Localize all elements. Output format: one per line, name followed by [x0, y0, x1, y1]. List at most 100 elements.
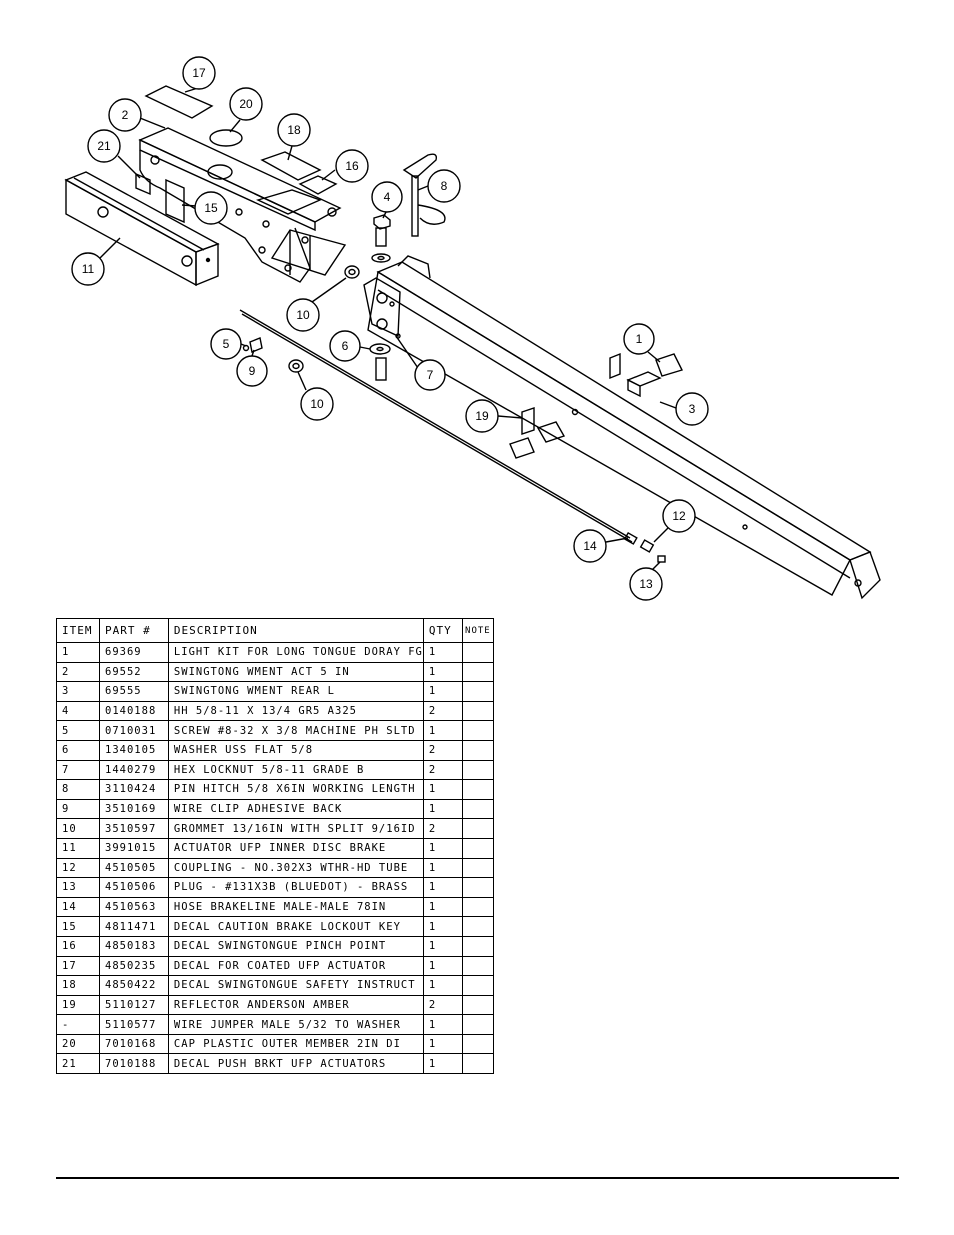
plug-13-drawing	[657, 555, 666, 563]
cell-part-number: 0710031	[99, 720, 169, 741]
table-header-row: ITEM PART # DESCRIPTION QTY NOTE	[55, 618, 495, 643]
cell-description: WASHER USS FLAT 5/8	[167, 739, 424, 761]
cell-note	[461, 1053, 495, 1075]
svg-text:8: 8	[441, 179, 448, 193]
cell-note	[461, 1033, 495, 1055]
cell-qty: 2	[422, 994, 463, 1016]
cell-qty: 1	[422, 896, 463, 918]
cell-item: 18	[55, 975, 101, 996]
cell-description: SCREW #8-32 X 3/8 MACHINE PH SLTD	[167, 720, 424, 741]
grommet-10-lower-drawing	[288, 359, 304, 373]
cell-note	[461, 975, 495, 996]
header-qty: QTY	[422, 618, 463, 643]
svg-text:11: 11	[82, 262, 95, 276]
cell-note	[461, 661, 495, 683]
svg-text:13: 13	[639, 577, 653, 591]
cell-note	[461, 877, 495, 898]
coupling-12-drawing	[639, 539, 655, 553]
cell-part-number: 69369	[99, 642, 169, 663]
cell-item: 13	[55, 877, 101, 898]
cell-description: HH 5/8-11 X 13/4 GR5 A325	[167, 700, 424, 722]
pin-hitch-8-drawing	[402, 153, 446, 237]
cell-part-number: 5110577	[99, 1014, 169, 1035]
cell-item: 7	[55, 759, 101, 781]
cell-qty: 1	[422, 935, 463, 957]
cell-description: SWINGTONG WMENT REAR L	[167, 681, 424, 702]
cell-description: LIGHT KIT FOR LONG TONGUE DORAY FG	[167, 642, 424, 663]
cell-qty: 1	[422, 720, 463, 741]
svg-text:4: 4	[384, 190, 391, 204]
cell-part-number: 3991015	[99, 837, 169, 859]
callout-1: 1	[623, 323, 661, 363]
swingtongue-rear-drawing	[363, 255, 881, 600]
cell-note	[461, 759, 495, 781]
cell-qty: 1	[422, 661, 463, 683]
cell-qty: 2	[422, 739, 463, 761]
cell-item: 2	[55, 661, 101, 683]
cell-part-number: 4850422	[99, 975, 169, 996]
cell-note	[461, 798, 495, 820]
cell-part-number: 5110127	[99, 994, 169, 1016]
cell-description: WIRE CLIP ADHESIVE BACK	[167, 798, 424, 820]
cell-qty: 1	[422, 1014, 463, 1035]
callout-8: 8	[417, 169, 461, 203]
header-description: DESCRIPTION	[167, 618, 424, 643]
cell-item: 12	[55, 857, 101, 879]
cell-qty: 1	[422, 1033, 463, 1055]
bolt-lower-drawing	[375, 357, 387, 381]
svg-text:17: 17	[192, 66, 206, 80]
svg-text:12: 12	[672, 509, 686, 523]
callout-12: 12	[653, 499, 696, 543]
callout-13: 13	[629, 561, 663, 601]
cell-part-number: 7010168	[99, 1033, 169, 1055]
svg-text:15: 15	[204, 201, 218, 215]
cell-qty: 1	[422, 681, 463, 702]
cell-item: 6	[55, 739, 101, 761]
cell-item: 21	[55, 1053, 101, 1075]
callout-7: 7	[395, 335, 446, 391]
svg-text:19: 19	[475, 409, 489, 423]
callout-21: 21	[87, 129, 141, 179]
svg-text:16: 16	[345, 159, 359, 173]
callout-2: 2	[108, 98, 166, 132]
cell-item: 1	[55, 642, 101, 663]
callout-15: 15	[181, 191, 228, 225]
cell-note	[461, 818, 495, 839]
cell-item: 15	[55, 916, 101, 937]
callout-16: 16	[321, 149, 369, 183]
decal-16-drawing	[298, 175, 338, 195]
cell-qty: 1	[422, 642, 463, 663]
washer-6-drawing	[369, 343, 391, 355]
grommet-10-upper-drawing	[344, 265, 360, 279]
cell-part-number: 3510169	[99, 798, 169, 820]
cell-item: 11	[55, 837, 101, 859]
svg-text:2: 2	[122, 108, 129, 122]
cell-note	[461, 955, 495, 977]
cell-item: 16	[55, 935, 101, 957]
svg-text:1: 1	[636, 332, 643, 346]
cell-item: 3	[55, 681, 101, 702]
cell-description: DECAL CAUTION BRAKE LOCKOUT KEY	[167, 916, 424, 937]
svg-text:10: 10	[296, 308, 310, 322]
cell-item: 17	[55, 955, 101, 977]
cell-note	[461, 700, 495, 722]
cell-description: PLUG - #131X3B (BLUEDOT) - BRASS	[167, 877, 424, 898]
cell-item: 10	[55, 818, 101, 839]
cell-qty: 1	[422, 837, 463, 859]
cell-note	[461, 739, 495, 761]
cell-note	[461, 994, 495, 1016]
cell-qty: 1	[422, 916, 463, 937]
